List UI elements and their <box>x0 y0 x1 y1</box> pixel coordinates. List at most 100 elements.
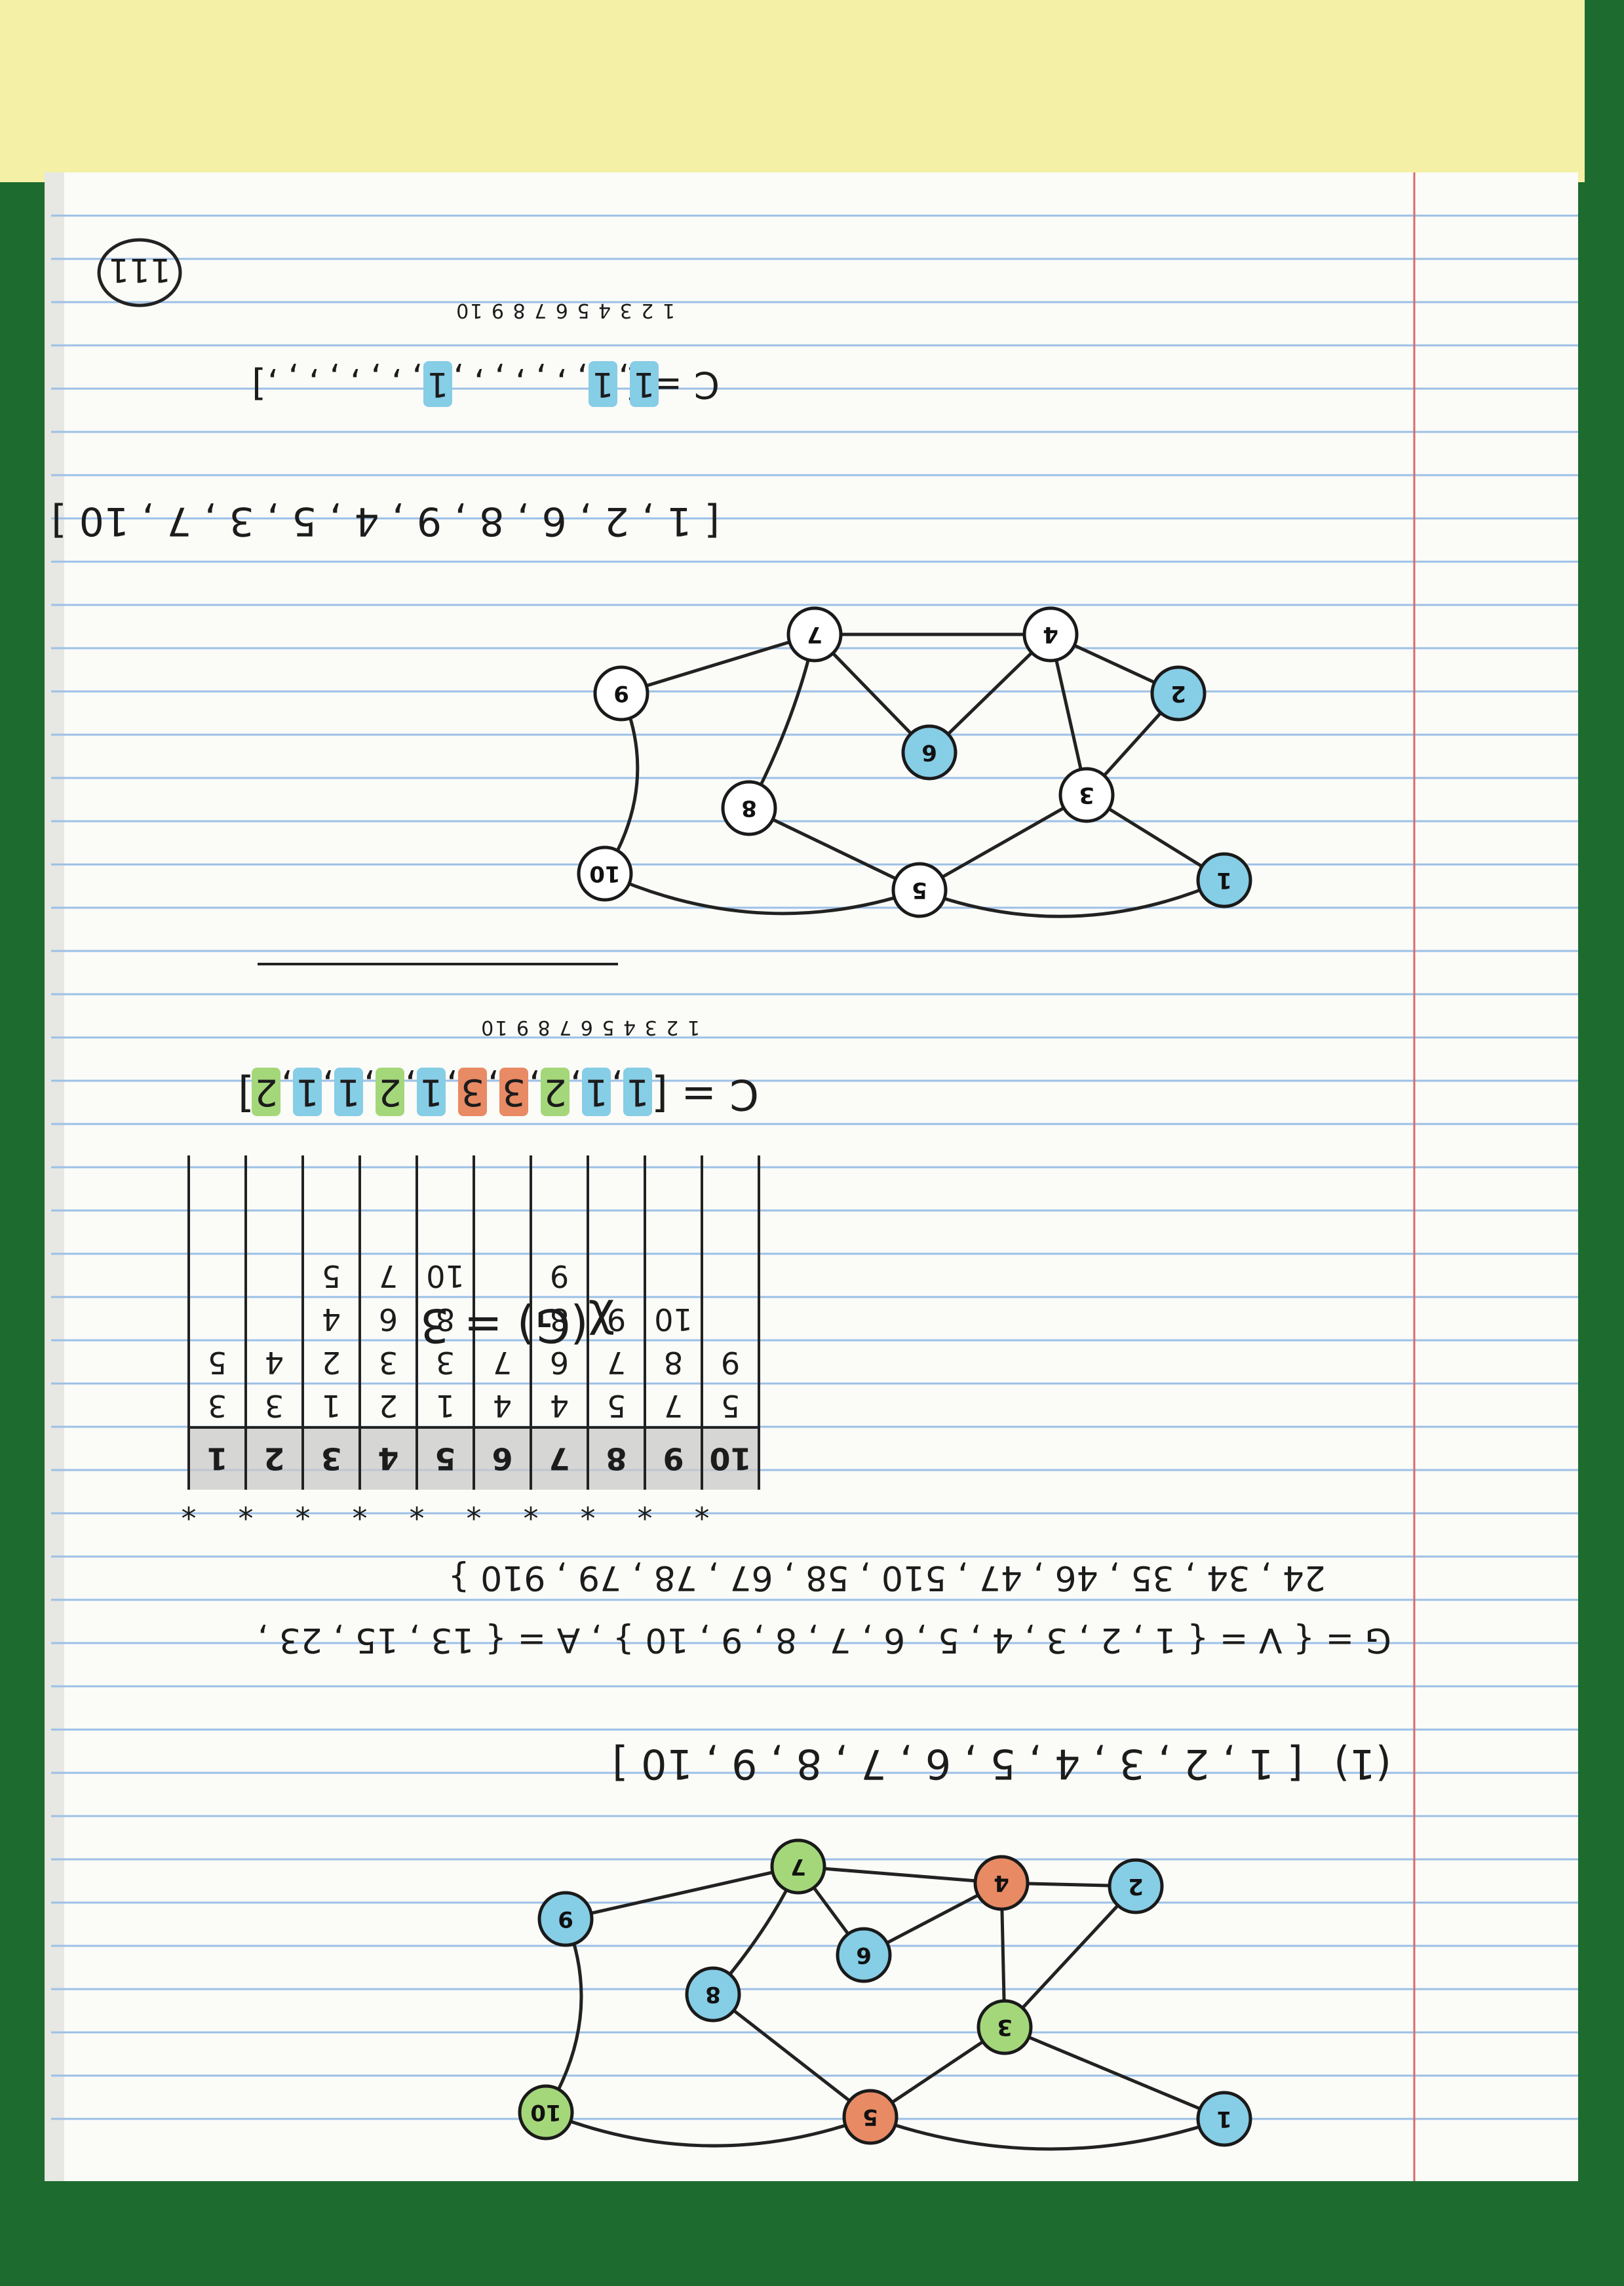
node-2-label: 2 <box>1170 680 1186 707</box>
table-cell: 8 <box>436 1302 455 1337</box>
cell-separator: , <box>535 359 547 398</box>
node-9-label: 9 <box>558 1906 573 1932</box>
table-cell: 6 <box>379 1302 398 1337</box>
table-cell: 8 <box>664 1345 683 1380</box>
cell-value: , <box>350 364 361 404</box>
cell-separator: , <box>288 359 299 398</box>
node-7: 7 <box>770 1838 826 1895</box>
node-7-label: 7 <box>807 621 822 648</box>
partial-coloring-cells: 1,1,,,,,,,1,,,,,,,, <box>267 359 659 407</box>
node-4: 4 <box>1022 606 1079 663</box>
table-header-cell: 7 <box>549 1441 570 1477</box>
node-2-label: 2 <box>1128 1873 1144 1899</box>
coloring-cell-5: 3, <box>446 1066 487 1116</box>
cell-value: 3 <box>502 1071 526 1114</box>
table-cell: 4 <box>265 1345 284 1380</box>
table-cell: 8 <box>550 1302 569 1337</box>
node-3-label: 3 <box>1079 782 1094 808</box>
table-cell: 1 <box>322 1388 341 1424</box>
node-6-label: 6 <box>921 739 937 765</box>
node-6-circle <box>901 724 957 781</box>
star-mark: * <box>296 1490 311 1526</box>
coloring-cell-9: ,, <box>288 359 319 404</box>
cell-value: 2 <box>254 1071 278 1114</box>
node-2-circle <box>1150 665 1207 722</box>
cell-highlight <box>582 1068 611 1116</box>
edge-3-5 <box>918 793 1089 892</box>
coloring-cell-9: 1, <box>281 1066 322 1116</box>
coloring-cell-7: ,, <box>370 359 402 404</box>
coloring-suffix: ] <box>238 1070 254 1118</box>
table-cell: 3 <box>208 1388 227 1424</box>
cell-highlight <box>630 361 659 407</box>
table-cell: 5 <box>208 1345 227 1380</box>
graph-definition-line1: G = { V = { 1 , 2 , 3 , 4 , 5 , 6 , 7 , … <box>258 1620 1391 1659</box>
node-3-label: 3 <box>997 2014 1013 2040</box>
page-number-text: 111 <box>108 251 170 289</box>
node-5-label: 5 <box>912 877 927 903</box>
cell-separator: , <box>446 1066 458 1108</box>
coloring-cell-6: 1, <box>405 1066 446 1116</box>
node-7-circle <box>770 1838 826 1895</box>
node-10-label: 10 <box>530 2099 561 2125</box>
table-header-cell: 9 <box>663 1441 684 1477</box>
star-mark: * <box>695 1490 710 1526</box>
coloring-indices: 1 2 3 4 5 6 7 8 9 10 <box>480 1016 700 1039</box>
table-cell: 6 <box>550 1345 569 1380</box>
partial-coloring-suffix: ] <box>252 363 266 406</box>
cell-highlight <box>541 1068 570 1116</box>
cell-separator: , <box>405 1066 417 1108</box>
table-header-cell: 2 <box>263 1441 284 1477</box>
cell-value: 1 <box>633 364 655 404</box>
node-9-label: 9 <box>613 680 629 707</box>
node-10: 10 <box>518 2084 574 2141</box>
partial-coloring: 1 2 3 4 5 6 7 8 9 10 C = [ 1,1,,,,,,,1,,… <box>252 299 720 407</box>
coloring-cell-1: 1, <box>618 359 659 407</box>
cell-value: , <box>556 364 568 404</box>
star-mark: * <box>410 1490 425 1526</box>
node-9-circle <box>593 665 649 722</box>
cell-separator: , <box>453 359 464 398</box>
node-8-label: 8 <box>741 795 757 821</box>
ordering-2-text: [ 1 , 2 , 6 , 8 , 9 , 4 , 5 , 3 , 7 , 10… <box>51 498 720 544</box>
cell-separator: , <box>322 1066 334 1108</box>
cell-value: 2 <box>378 1071 402 1114</box>
cell-value: 3 <box>461 1071 484 1114</box>
cell-highlight <box>293 1068 322 1116</box>
node-3-circle <box>976 1999 1033 2055</box>
star-mark: * <box>239 1490 254 1526</box>
coloring-cell-2: 1, <box>570 1066 611 1116</box>
node-8-label: 8 <box>705 1981 721 2007</box>
graph-definition: G = { V = { 1 , 2 , 3 , 4 , 5 , 6 , 7 , … <box>258 1558 1391 1659</box>
node-3: 3 <box>976 1999 1033 2055</box>
node-6: 6 <box>901 724 957 781</box>
cell-value: 1 <box>419 1071 443 1114</box>
coloring-cell-6: 1, <box>412 359 452 407</box>
node-5-circle <box>842 2089 899 2145</box>
table-cell: 2 <box>379 1388 398 1424</box>
node-1: 1 <box>1196 852 1252 908</box>
coloring-cell-7: 2, <box>364 1066 404 1116</box>
cell-value: 1 <box>337 1071 360 1114</box>
node-1-circle <box>1196 2091 1252 2147</box>
star-mark: * <box>638 1490 653 1526</box>
cell-highlight <box>623 1068 652 1116</box>
node-1: 1 <box>1196 2091 1252 2147</box>
table-cell: 1 <box>436 1388 455 1424</box>
cell-highlight <box>252 1068 280 1116</box>
node-4-circle <box>973 1855 1030 1911</box>
table-cell: 7 <box>493 1345 512 1380</box>
edge-5-10 <box>603 872 921 916</box>
table-grid <box>187 1155 760 1490</box>
star-mark: * <box>581 1490 596 1526</box>
node-4-label: 4 <box>994 1870 1009 1896</box>
node-10-circle <box>577 845 633 902</box>
node-6-circle <box>836 1927 892 1983</box>
table-cell: 3 <box>379 1345 398 1380</box>
tape-strip <box>0 0 1585 182</box>
node-6-label: 6 <box>856 1942 872 1968</box>
